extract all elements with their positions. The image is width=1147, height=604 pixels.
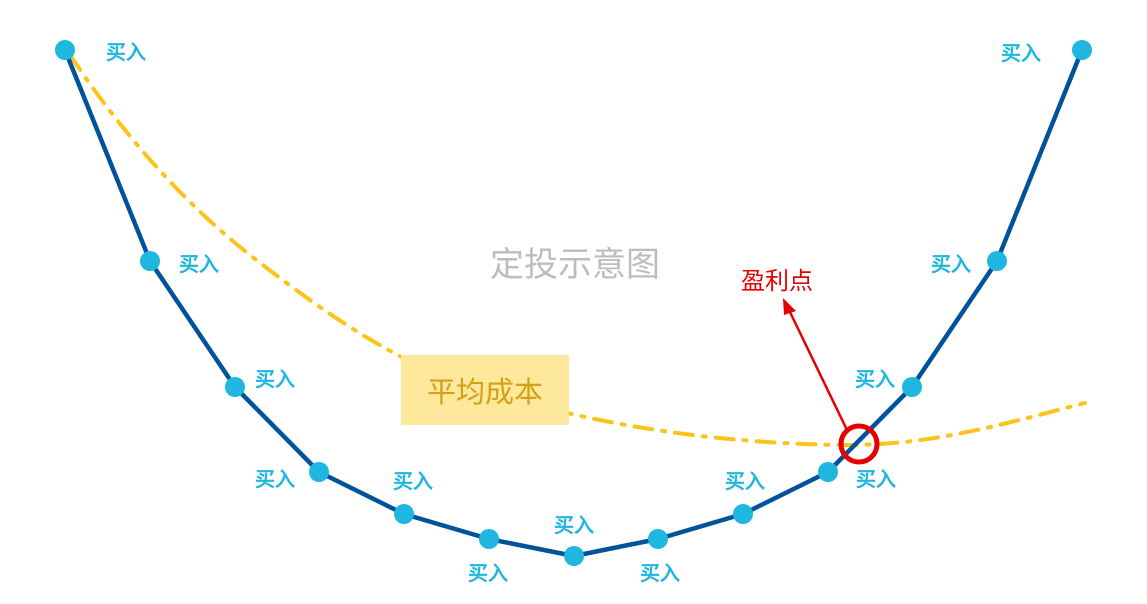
average-cost-box xyxy=(401,355,569,425)
profit-point-label: 盈利点 xyxy=(741,267,813,295)
buy-label: 买入 xyxy=(255,467,295,491)
profit-point-marker xyxy=(838,423,880,465)
buy-label: 买入 xyxy=(856,467,896,491)
buy-label: 买入 xyxy=(640,561,680,585)
buy-point xyxy=(225,377,245,397)
buy-label: 买入 xyxy=(725,469,765,493)
average-cost-curve xyxy=(68,53,1087,448)
buy-label: 买入 xyxy=(1001,41,1041,65)
buy-point xyxy=(818,462,838,482)
price-line xyxy=(62,49,1085,559)
buy-point xyxy=(733,504,753,524)
buy-label: 买入 xyxy=(255,367,295,391)
diagram-title: 定投示意图 xyxy=(490,245,660,285)
buy-label: 买入 xyxy=(931,252,971,276)
arrow-head-icon xyxy=(783,298,796,315)
buy-point xyxy=(394,504,414,524)
buy-point xyxy=(1072,40,1092,60)
buy-point xyxy=(140,251,160,271)
profit-arrow xyxy=(787,309,849,431)
buy-label: 买入 xyxy=(855,367,895,391)
buy-label: 买入 xyxy=(468,561,508,585)
buy-points xyxy=(55,40,1092,566)
buy-label: 买入 xyxy=(554,513,594,537)
buy-label: 买入 xyxy=(179,252,219,276)
average-cost-label: 平均成本 xyxy=(427,375,543,409)
buy-labels: 买入 买入 买入 买入 买入 买入 买入 买入 买入 买入 买入 买入 买入 xyxy=(106,40,1041,585)
buy-point xyxy=(309,462,329,482)
buy-point xyxy=(987,251,1007,271)
buy-point xyxy=(902,377,922,397)
buy-point xyxy=(479,529,499,549)
buy-point xyxy=(648,529,668,549)
buy-label: 买入 xyxy=(393,469,433,493)
buy-point xyxy=(564,546,584,566)
buy-label: 买入 xyxy=(106,40,146,64)
buy-point xyxy=(55,40,75,60)
